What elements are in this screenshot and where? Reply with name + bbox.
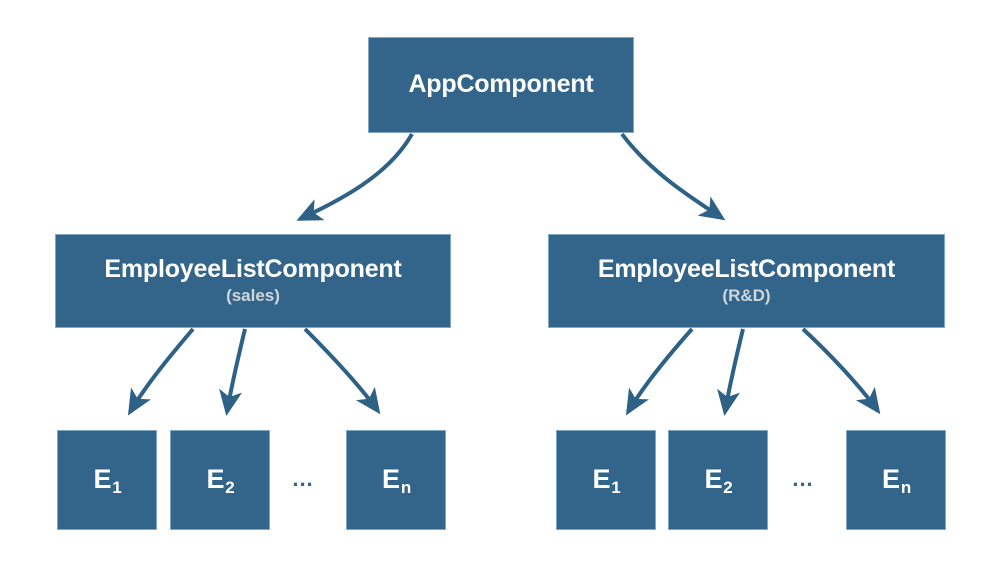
node-employee-list-sales-subtitle: (sales) — [226, 285, 280, 305]
employee-index: 2 — [723, 478, 733, 498]
node-employee-list-rnd-label: EmployeeListComponent — [597, 255, 896, 284]
node-app-component[interactable]: AppComponent — [368, 37, 634, 133]
ellipsis-sales: ... — [292, 466, 314, 491]
employee-letter: E — [882, 464, 900, 495]
employee-letter: E — [93, 464, 112, 495]
edge-sales-to-e1 — [127, 327, 195, 416]
node-app-component-label: AppComponent — [408, 70, 594, 99]
employee-index: 1 — [112, 478, 122, 498]
employee-letter: E — [382, 464, 400, 495]
node-employee-list-rnd[interactable]: EmployeeListComponent (R&D) — [548, 234, 945, 328]
employee-index: 1 — [611, 478, 621, 498]
edge-app-to-rnd — [620, 132, 726, 221]
ellipsis-rnd: ... — [792, 466, 814, 491]
node-employee-list-sales[interactable]: EmployeeListComponent (sales) — [55, 234, 451, 328]
edge-app-to-sales — [296, 133, 414, 221]
edge-rnd-to-e2 — [717, 328, 745, 416]
employee-letter: E — [206, 464, 225, 495]
edge-sales-to-en — [303, 327, 381, 415]
employee-index: n — [400, 478, 411, 498]
employee-index: 2 — [225, 478, 235, 498]
edge-rnd-to-e1 — [625, 327, 694, 416]
node-employee-list-rnd-subtitle: (R&D) — [722, 285, 771, 305]
employee-letter: E — [592, 464, 611, 495]
edge-sales-to-e2 — [219, 328, 247, 416]
edge-rnd-to-en — [801, 327, 881, 415]
employee-index: n — [900, 478, 911, 498]
employee-letter: E — [704, 464, 723, 495]
node-employee-list-sales-label: EmployeeListComponent — [104, 255, 402, 284]
